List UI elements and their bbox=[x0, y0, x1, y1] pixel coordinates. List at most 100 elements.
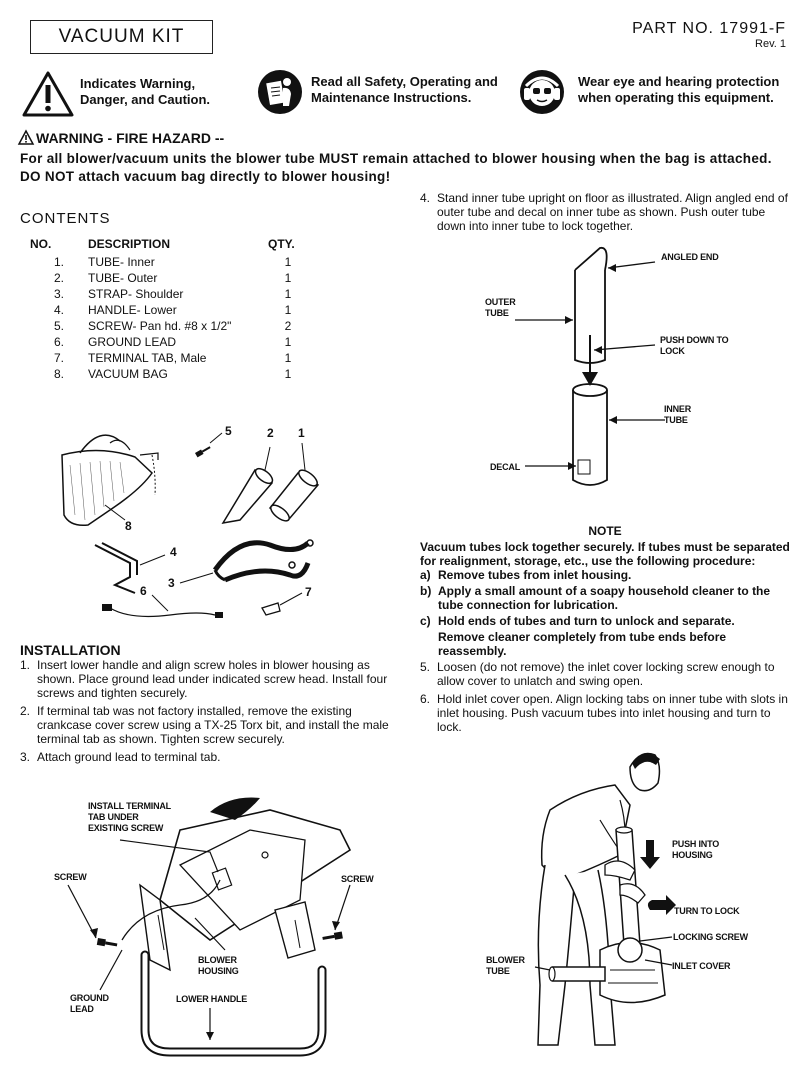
parts-table: NO. DESCRIPTION QTY. 1. TUBE- Inner 1 2. TUB… bbox=[30, 237, 308, 382]
part-description-cell: HANDLE- Lower bbox=[88, 303, 177, 317]
step-number: 6. bbox=[420, 692, 431, 706]
note-text: Hold ends of tubes and turn to unlock an… bbox=[438, 614, 735, 628]
warning-body: For all blower/vacuum units the blower t… bbox=[20, 151, 772, 184]
note-letter: b) bbox=[420, 584, 432, 598]
outer-tube-drawing bbox=[221, 467, 274, 525]
note-text: Apply a small amount of a soapy househol… bbox=[438, 584, 771, 612]
step-text: Loosen (do not remove) the inlet cover l… bbox=[437, 660, 775, 688]
step-text: Insert lower handle and align screw hole… bbox=[37, 658, 388, 700]
col-qty: QTY. bbox=[268, 237, 295, 251]
part-number-cell: 1. bbox=[53, 255, 64, 269]
note-letter: c) bbox=[420, 614, 431, 628]
part-qty-cell: 1 bbox=[284, 335, 292, 349]
part-qty-cell: 2 bbox=[284, 319, 292, 333]
part-number-cell: 3. bbox=[53, 287, 64, 301]
label-push-into: PUSH INTO HOUSING bbox=[672, 839, 720, 860]
note-text: Remove cleaner completely from tube ends… bbox=[438, 630, 727, 658]
step-number: 4. bbox=[420, 191, 431, 205]
table-row: 5. SCREW- Pan hd. #8 x 1/2" 2 bbox=[30, 318, 308, 334]
table-row: 3. STRAP- Shoulder 1 bbox=[30, 286, 308, 302]
col-description: DESCRIPTION bbox=[88, 237, 171, 251]
label-locking-screw: LOCKING SCREW bbox=[673, 932, 748, 942]
step-number: 2. bbox=[20, 704, 31, 718]
table-row: 4. HANDLE- Lower 1 bbox=[30, 302, 308, 318]
part-description-cell: TUBE- Inner bbox=[88, 255, 155, 269]
step-item: 4. Stand inner tube upright on floor as i… bbox=[420, 191, 790, 233]
note-items: a)Remove tubes from inlet housing. b) Appl… bbox=[420, 568, 790, 660]
step-text: Hold inlet cover open. Align locking tab… bbox=[437, 692, 788, 734]
callout-7: 7 bbox=[305, 585, 312, 599]
label-screw-right: SCREW bbox=[341, 874, 374, 884]
part-description-cell: TERMINAL TAB, Male bbox=[88, 351, 207, 365]
note-letter: a) bbox=[420, 568, 431, 582]
note-item: c) Hold ends of tubes and turn to unlock … bbox=[420, 614, 790, 628]
callout-1: 1 bbox=[298, 426, 305, 440]
screw-drawing bbox=[195, 446, 211, 458]
step-number: 3. bbox=[20, 750, 31, 764]
part-description-cell: STRAP- Shoulder bbox=[88, 287, 184, 301]
person-attaching-tubes-diagram bbox=[534, 752, 676, 1046]
part-description-cell: TUBE- Outer bbox=[88, 271, 158, 285]
table-row: 1. TUBE- Inner 1 bbox=[30, 254, 308, 270]
eye-ear-protection-icon bbox=[520, 70, 564, 114]
part-number-cell: 6. bbox=[53, 335, 64, 349]
label-blower-tube: BLOWER TUBE bbox=[486, 955, 525, 976]
step-text: Attach ground lead to terminal tab. bbox=[37, 750, 221, 764]
part-qty-cell: 1 bbox=[284, 303, 292, 317]
installation-diagram bbox=[67, 797, 352, 1057]
step-text: Stand inner tube upright on floor as ill… bbox=[437, 191, 788, 233]
callout-5: 5 bbox=[225, 424, 232, 438]
part-number-cell: 8. bbox=[53, 367, 64, 381]
document-title: VACUUM KIT bbox=[30, 20, 213, 54]
warning-triangle-icon bbox=[22, 71, 74, 117]
step-item: 2.If terminal tab was not factory instal… bbox=[20, 704, 398, 746]
table-row: 8. VACUUM BAG 1 bbox=[30, 366, 308, 382]
callout-3: 3 bbox=[168, 576, 175, 590]
warning-icon-caption: Indicates Warning, Danger, and Caution. bbox=[80, 76, 211, 107]
label-inner-tube: INNER TUBE bbox=[664, 404, 692, 425]
label-ground-lead: GROUND LEAD bbox=[70, 993, 109, 1014]
vacuum-bag-drawing bbox=[61, 434, 159, 527]
part-number-cell: 2. bbox=[53, 271, 64, 285]
step-item: 1. Insert lower handle and align screw ho… bbox=[20, 658, 398, 700]
part-number-cell: 4. bbox=[53, 303, 64, 317]
callout-4: 4 bbox=[170, 545, 177, 559]
callout-6: 6 bbox=[140, 584, 147, 598]
part-number-cell: 7. bbox=[53, 351, 64, 365]
label-push-down: PUSH DOWN TO LOCK bbox=[660, 335, 729, 356]
read-manual-icon bbox=[258, 70, 302, 114]
protection-caption: Wear eye and hearing protection when ope… bbox=[578, 74, 780, 105]
col-no: NO. bbox=[30, 237, 52, 251]
label-install-tab: INSTALL TERMINAL TAB UNDER EXISTING SCRE… bbox=[88, 801, 171, 833]
part-description-cell: SCREW- Pan hd. #8 x 1/2" bbox=[88, 319, 232, 333]
part-description-cell: VACUUM BAG bbox=[88, 367, 168, 381]
step-item: 6. Hold inlet cover open. Align locking t… bbox=[420, 692, 790, 734]
label-angled-end: ANGLED END bbox=[661, 252, 719, 262]
callout-2: 2 bbox=[267, 426, 274, 440]
part-qty-cell: 1 bbox=[284, 367, 292, 381]
inner-tube-drawing bbox=[268, 469, 320, 522]
note-intro: Vacuum tubes lock together securely. If … bbox=[420, 540, 790, 568]
tube-assembly-steps: 4. Stand inner tube upright on floor as i… bbox=[420, 191, 790, 237]
label-screw-left: SCREW bbox=[54, 872, 87, 882]
part-qty-cell: 1 bbox=[284, 287, 292, 301]
part-qty-cell: 1 bbox=[284, 255, 292, 269]
step-item: 3. Attach ground lead to terminal tab. bbox=[20, 750, 398, 764]
revision: Rev. 1 bbox=[755, 38, 786, 50]
note-item: b) Apply a small amount of a soapy househ… bbox=[420, 584, 790, 612]
note-item: a)Remove tubes from inlet housing. bbox=[420, 568, 790, 582]
label-turn-to-lock: TURN TO LOCK bbox=[674, 906, 740, 916]
step-number: 1. bbox=[20, 658, 31, 672]
warning-title: WARNING - FIRE HAZARD -- bbox=[36, 130, 225, 146]
part-number: PART NO. 17991-F bbox=[632, 20, 786, 37]
shoulder-strap-drawing bbox=[212, 539, 314, 583]
part-number-cell: 5. bbox=[53, 319, 64, 333]
terminal-tab-drawing bbox=[261, 602, 281, 616]
part-qty-cell: 1 bbox=[284, 271, 292, 285]
table-row: 2. TUBE- Outer 1 bbox=[30, 270, 308, 286]
small-warning-icon bbox=[17, 129, 35, 145]
note-heading: NOTE bbox=[588, 524, 622, 538]
label-inlet-cover: INLET COVER bbox=[672, 961, 731, 971]
label-lower-handle: LOWER HANDLE bbox=[176, 994, 248, 1004]
